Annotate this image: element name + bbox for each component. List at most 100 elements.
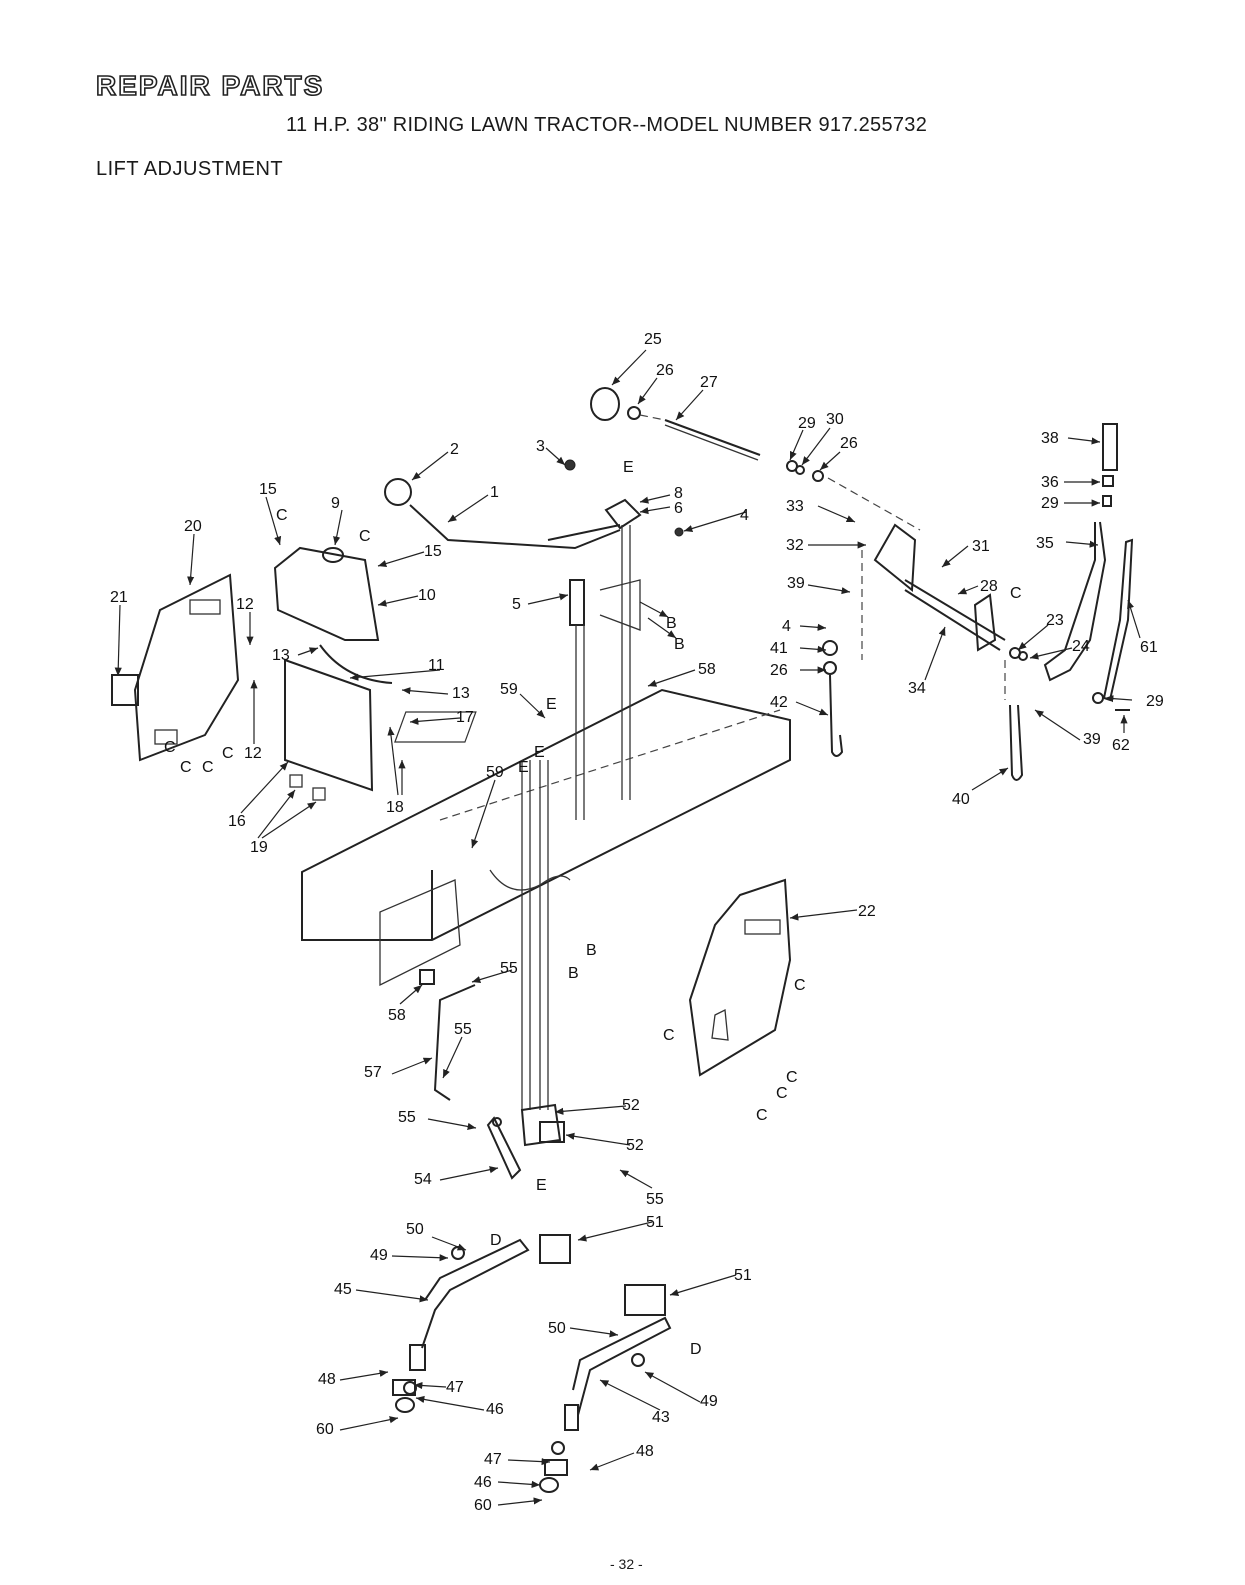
fuel-tank (273, 546, 380, 641)
callout-label: 16 (228, 813, 246, 830)
callout-label: 5 (512, 596, 521, 613)
callout-label: C (776, 1085, 788, 1102)
callout-label: 26 (840, 435, 858, 452)
callout-labels: 25 26 27 29 30 26 38 36 29 35 2 3 E 8 6 … (110, 331, 1164, 1514)
callout-label: 39 (787, 575, 805, 592)
callout-label: 3 (536, 438, 545, 455)
callout-label: B (666, 615, 677, 632)
callout-label: 13 (272, 647, 290, 664)
callout-label: 21 (110, 589, 128, 606)
shaft-27 (639, 414, 824, 482)
callout-label: B (586, 942, 597, 959)
callout-label: C (276, 507, 288, 524)
callout-label: 18 (386, 799, 404, 816)
shift-bracket (564, 459, 684, 537)
callout-label: 52 (626, 1137, 644, 1154)
callout-label: 57 (364, 1064, 382, 1081)
callout-label: 33 (786, 498, 804, 515)
page-number: - 32 - (610, 1556, 643, 1572)
callout-label: E (536, 1177, 547, 1194)
lift-rods (521, 525, 631, 1110)
callout-label: 47 (446, 1379, 464, 1396)
spring-hook-42 (822, 550, 863, 757)
callout-label: 38 (1041, 430, 1059, 447)
callout-label: 39 (1083, 731, 1101, 748)
callout-label: C (1010, 585, 1022, 602)
callout-label: 25 (644, 331, 662, 348)
section-heading: LIFT ADJUSTMENT (96, 158, 284, 180)
leader-lines (114, 349, 1141, 1506)
callout-label: 28 (980, 578, 998, 595)
callout-label: E (518, 759, 529, 776)
callout-label: 29 (798, 415, 816, 432)
callout-label: 24 (1072, 638, 1090, 655)
side-panel-inner (284, 658, 374, 801)
callout-label: 50 (548, 1320, 566, 1337)
callout-label: 22 (858, 903, 876, 920)
callout-label: 35 (1036, 535, 1054, 552)
callout-label: 55 (500, 960, 518, 977)
callout-label: 36 (1041, 474, 1059, 491)
callout-label: 27 (700, 374, 718, 391)
callout-label: C (202, 759, 214, 776)
callout-label: 48 (318, 1371, 336, 1388)
arm-45 (392, 1234, 571, 1413)
callout-label: 15 (424, 543, 442, 560)
callout-label: D (490, 1232, 502, 1249)
rod-57 (419, 969, 476, 1101)
callout-label: E (546, 696, 557, 713)
callout-label: 4 (740, 507, 749, 524)
callout-label: B (568, 965, 579, 982)
callout-label: D (690, 1341, 702, 1358)
callout-label: 51 (646, 1214, 664, 1231)
lever-54 (486, 1116, 522, 1180)
callout-label: C (180, 759, 192, 776)
callout-label: 26 (656, 362, 674, 379)
plate-21 (111, 674, 139, 706)
callout-label: 1 (490, 484, 499, 501)
callout-label: 8 (674, 485, 683, 502)
callout-label: 46 (486, 1401, 504, 1418)
callout-label: 12 (244, 745, 262, 762)
bracket-52 (520, 1103, 565, 1147)
callout-label: 17 (456, 709, 474, 726)
callout-label: 62 (1112, 737, 1130, 754)
lift-bracket-5 (569, 579, 641, 631)
callout-label: 47 (484, 1451, 502, 1468)
arm-43 (539, 1284, 672, 1493)
callout-label: 48 (636, 1443, 654, 1460)
page-title: REPAIR PARTS (95, 69, 325, 102)
callout-label: 29 (1041, 495, 1059, 512)
page-subtitle: 11 H.P. 38" RIDING LAWN TRACTOR--MODEL N… (286, 114, 928, 136)
callout-label: 43 (652, 1409, 670, 1426)
callout-label: 60 (316, 1421, 334, 1438)
lever-35 (1043, 521, 1107, 682)
frame-rail (301, 688, 791, 987)
callout-label: 55 (398, 1109, 416, 1126)
callout-label: 45 (334, 1281, 352, 1298)
callout-label: 20 (184, 518, 202, 535)
lift-lever (384, 478, 621, 550)
callout-label: 32 (786, 537, 804, 554)
callout-label: 4 (782, 618, 791, 635)
callout-label: 15 (259, 481, 277, 498)
side-panel-left (133, 573, 240, 762)
callout-label: C (164, 739, 176, 756)
callout-label: C (786, 1069, 798, 1086)
link-40 (1004, 660, 1024, 781)
callout-label: 41 (770, 640, 788, 657)
callout-label: C (794, 977, 806, 994)
callout-label: 58 (388, 1007, 406, 1024)
callout-label: 54 (414, 1171, 432, 1188)
callout-label: 13 (452, 685, 470, 702)
callout-label: E (534, 744, 545, 761)
callout-label: 40 (952, 791, 970, 808)
callout-label: 55 (646, 1191, 664, 1208)
callout-label: B (674, 636, 685, 653)
callout-label: 11 (428, 657, 445, 674)
callout-label: 6 (674, 500, 683, 517)
fuel-line (319, 644, 393, 684)
callout-label: 49 (700, 1393, 718, 1410)
callout-label: 26 (770, 662, 788, 679)
